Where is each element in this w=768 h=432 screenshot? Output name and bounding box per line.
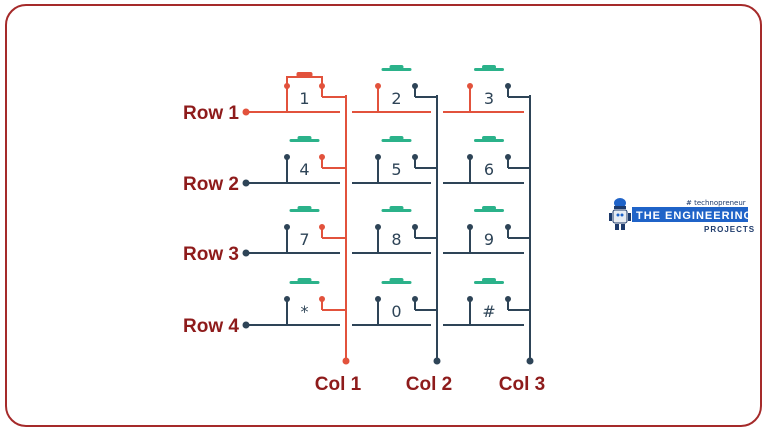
key-left-contact: [467, 154, 473, 160]
column-label-2: Col 2: [406, 374, 452, 395]
row-label-3: Row 3: [183, 244, 239, 265]
key-cap: [297, 136, 312, 140]
key-cap: [297, 206, 312, 210]
labels: Row 1 Row 2 Row 3 Row 4 Col 1 Col 2 Col 3: [183, 103, 545, 395]
key-label: #: [482, 302, 495, 321]
key-button-1-3: 3: [467, 65, 530, 112]
key-label: 7: [299, 230, 309, 249]
logo-sub: PROJECTS: [704, 225, 755, 234]
key-label: 5: [391, 160, 401, 179]
key-left-contact: [375, 154, 381, 160]
key-left-contact: [467, 296, 473, 302]
key-button-1-2: 2: [375, 65, 437, 112]
key-left-contact: [467, 83, 473, 89]
key-cap-plate: [289, 281, 320, 284]
brand-logo: # technopreneur THE ENGINEERING PROJECTS: [609, 198, 755, 234]
key-cap: [389, 206, 404, 210]
key-left-contact: [375, 83, 381, 89]
key-label: 6: [484, 160, 494, 179]
logo-tagline: # technopreneur: [686, 199, 746, 207]
key-cap-plate: [474, 209, 504, 212]
wiring: [242, 95, 534, 365]
key-label: 3: [484, 89, 494, 108]
logo-name-banner: [632, 207, 748, 222]
robot-icon: [609, 198, 631, 230]
key-cap-plate: [474, 139, 504, 142]
key-cap-plate: [381, 209, 412, 212]
key-button-1-1: 1: [284, 72, 346, 112]
column-label-1: Col 1: [315, 374, 362, 395]
key-left-contact: [375, 296, 381, 302]
key-cap: [297, 278, 312, 282]
key-button-4-3: #: [467, 278, 530, 325]
column-terminal-1: [342, 357, 350, 365]
key-button-3-3: 9: [467, 206, 530, 253]
row-label-1: Row 1: [183, 103, 239, 124]
key-label: 8: [391, 230, 401, 249]
key-left-contact: [284, 154, 290, 160]
column-terminal-2: [433, 357, 441, 365]
key-label: 4: [299, 160, 309, 179]
diagram-frame: [5, 4, 762, 427]
key-left-contact: [375, 224, 381, 230]
key-cap-plate: [289, 209, 320, 212]
key-label: 1: [299, 89, 309, 108]
key-button-2-1: 4: [284, 136, 346, 183]
key-cap: [389, 65, 404, 69]
key-button-2-2: 5: [375, 136, 437, 183]
key-label: *: [301, 302, 309, 321]
key-cap-plate: [474, 281, 504, 284]
key-cap: [389, 278, 404, 282]
row-label-4: Row 4: [183, 316, 239, 337]
key-cap-plate: [381, 68, 412, 71]
column-terminal-3: [526, 357, 534, 365]
key-cap: [389, 136, 404, 140]
key-button-4-1: *: [284, 278, 346, 325]
key-cap-plate: [381, 281, 412, 284]
key-button-3-1: 7: [284, 206, 346, 253]
key-left-contact: [284, 224, 290, 230]
buttons: 1 2 3 4 5 6 7 8 9 * 0 #: [284, 65, 530, 325]
row-label-2: Row 2: [183, 174, 239, 195]
key-label: 9: [484, 230, 494, 249]
key-button-3-2: 8: [375, 206, 437, 253]
key-cap-plate: [381, 139, 412, 142]
key-cap: [482, 206, 496, 210]
key-cap: [482, 65, 496, 69]
key-cap: [482, 136, 496, 140]
column-label-3: Col 3: [499, 374, 545, 395]
logo-name: THE ENGINEERING: [636, 210, 753, 222]
key-button-2-3: 6: [467, 136, 530, 183]
key-left-contact: [284, 296, 290, 302]
key-cap: [482, 278, 496, 282]
key-cap: [296, 72, 313, 77]
key-left-contact: [467, 224, 473, 230]
key-cap-plate: [474, 68, 504, 71]
key-cap-plate: [289, 139, 320, 142]
key-button-4-2: 0: [375, 278, 437, 325]
key-label: 0: [391, 302, 401, 321]
key-label: 2: [391, 89, 401, 108]
